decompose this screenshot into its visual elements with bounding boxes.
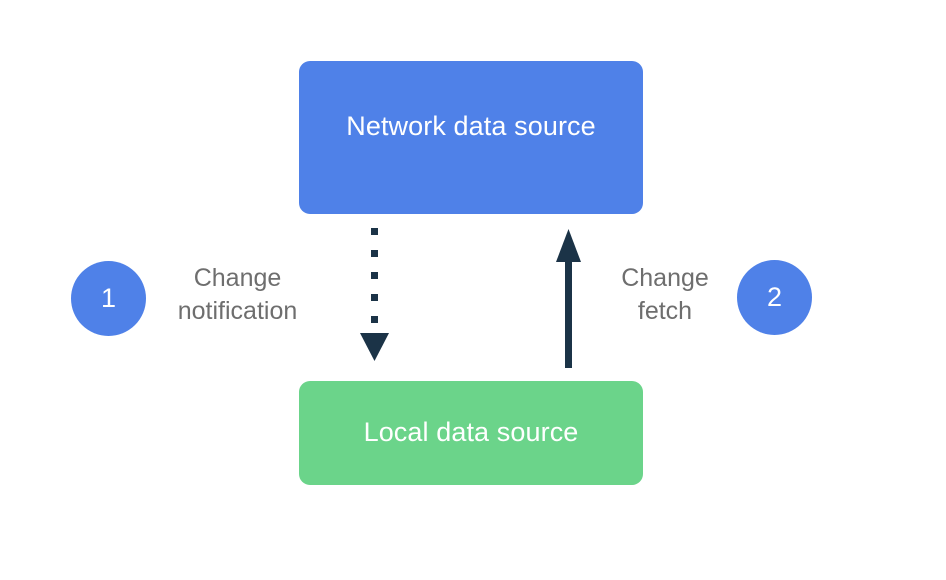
arrow-change-notification-dotted xyxy=(360,228,389,361)
step-badge-2[interactable]: 2 xyxy=(737,260,812,335)
edge-label-change-fetch: Change fetch xyxy=(621,264,709,325)
arrow-change-fetch-solid xyxy=(556,229,581,368)
node-local-data-source-label: Local data source xyxy=(363,417,579,447)
step-badge-2-number: 2 xyxy=(766,282,783,312)
arrowhead-down-icon xyxy=(360,333,389,361)
step-badge-1-number: 1 xyxy=(100,283,117,313)
arrowhead-up-icon xyxy=(556,229,581,262)
node-local-data-source[interactable]: Local data source xyxy=(299,381,643,485)
node-network-data-source-label: Network data source xyxy=(346,110,596,141)
edge-label-change-notification: Change notification xyxy=(177,264,298,325)
step-badge-1[interactable]: 1 xyxy=(71,261,146,336)
node-network-data-source[interactable]: Network data source xyxy=(299,61,643,214)
